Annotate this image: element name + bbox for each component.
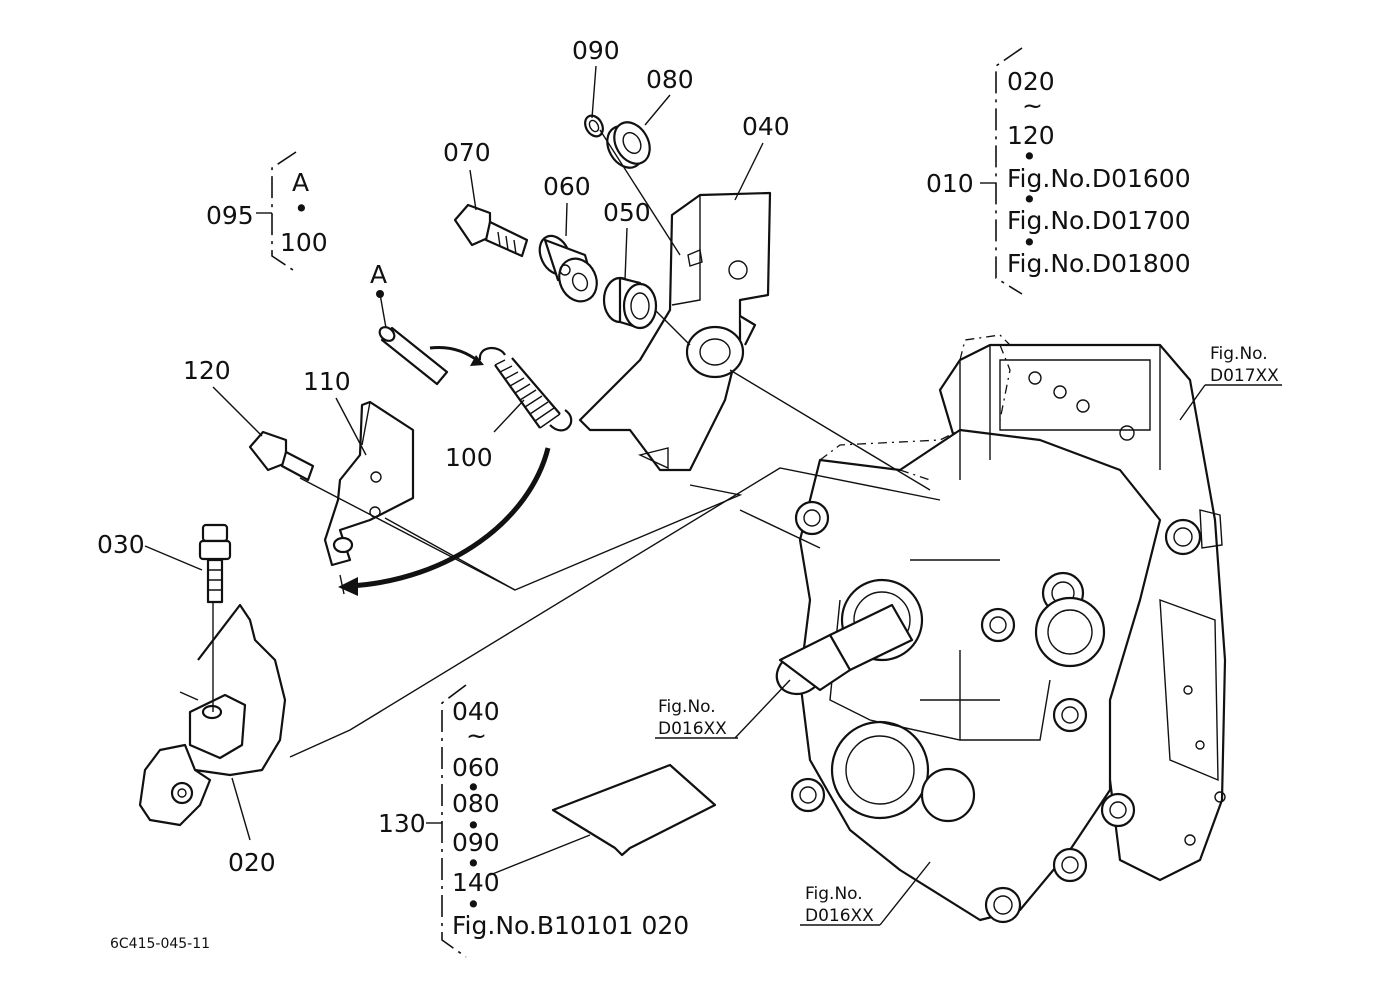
group-010-line: Fig.No.D01700 [1007,206,1191,235]
fig-ref-top-line2: D017XX [1210,366,1279,386]
group-010-line: Fig.No.D01600 [1007,164,1191,193]
label-050: 050 [603,198,651,227]
label-040: 040 [742,112,790,141]
group-095-line: • [294,194,309,223]
label-020: 020 [228,848,276,877]
group-010-line: 120 [1007,121,1055,150]
label-110: 110 [303,367,351,396]
group-010-line: • [1022,142,1037,171]
label-070: 070 [443,138,491,167]
label-080: 080 [646,65,694,94]
group-010-line: Fig.No.D01800 [1007,249,1191,278]
bushing-060 [538,234,598,303]
bracket-110 [323,400,415,595]
label-130: 130 [378,809,426,838]
label-030: 030 [97,530,145,559]
group-130-line: ~ [466,721,487,750]
transmission-housing [775,343,1227,924]
fig-ref-bottom-line2: D016XX [805,906,874,926]
fig-ref-bottom-line1: Fig.No. [805,884,863,904]
spring-100 [478,347,573,432]
group-130-line: 080 [452,789,500,818]
group-brackets [256,47,1023,958]
group-130-list: 130 040 ~ 060 • 080 • 090 • 140 • Fig.No… [378,697,689,940]
bolt-120 [248,430,315,482]
fig-ref-middle-line1: Fig.No. [658,697,716,717]
arrows [338,345,551,596]
group-130-line: 140 [452,868,500,897]
label-120: 120 [183,356,231,385]
group-095-line: 100 [280,228,328,257]
label-010: 010 [926,169,974,198]
drawing-number: 6C415-045-11 [110,936,210,952]
group-130-line: 040 [452,697,500,726]
bolt-070 [453,203,529,258]
label-060: 060 [543,172,591,201]
group-130-line: • [466,811,481,840]
group-095-list: A • 100 [280,168,328,257]
snap-ring-090 [584,114,604,138]
group-010-line: ~ [1022,91,1043,120]
label-a: A [370,260,387,289]
group-130-line: • [466,773,481,802]
group-010-line: • [1022,228,1037,257]
group-130-line: • [466,890,481,919]
assembly-lines [212,129,1011,758]
group-130-line: Fig.No.B10101 020 [452,911,689,940]
collar-050 [602,276,658,330]
fig-ref-middle-line2: D016XX [658,719,727,739]
group-010-line: 020 [1007,67,1055,96]
sheet-140 [551,763,717,857]
group-010-list: 010 020 ~ 120 • Fig.No.D01600 • Fig.No.D… [926,67,1191,278]
group-095-line: A [292,168,309,197]
bolt-030 [198,523,232,604]
lever-020 [138,603,287,827]
label-090: 090 [572,36,620,65]
leader-lines [144,65,1282,926]
figure-references: Fig.No. D017XX Fig.No. D016XX Fig.No. D0… [658,344,1279,926]
pin-a [376,290,449,386]
arm-040 [578,191,772,472]
label-095: 095 [206,201,254,230]
part-labels: 090 080 040 070 060 050 095 A 120 110 10… [97,36,790,877]
group-130-line: 060 [452,753,500,782]
group-010-line: • [1022,185,1037,214]
group-130-line: • [466,849,481,878]
label-100: 100 [445,443,493,472]
group-130-line: 090 [452,828,500,857]
fig-ref-top-line1: Fig.No. [1210,344,1268,364]
bearing-080 [606,121,651,169]
